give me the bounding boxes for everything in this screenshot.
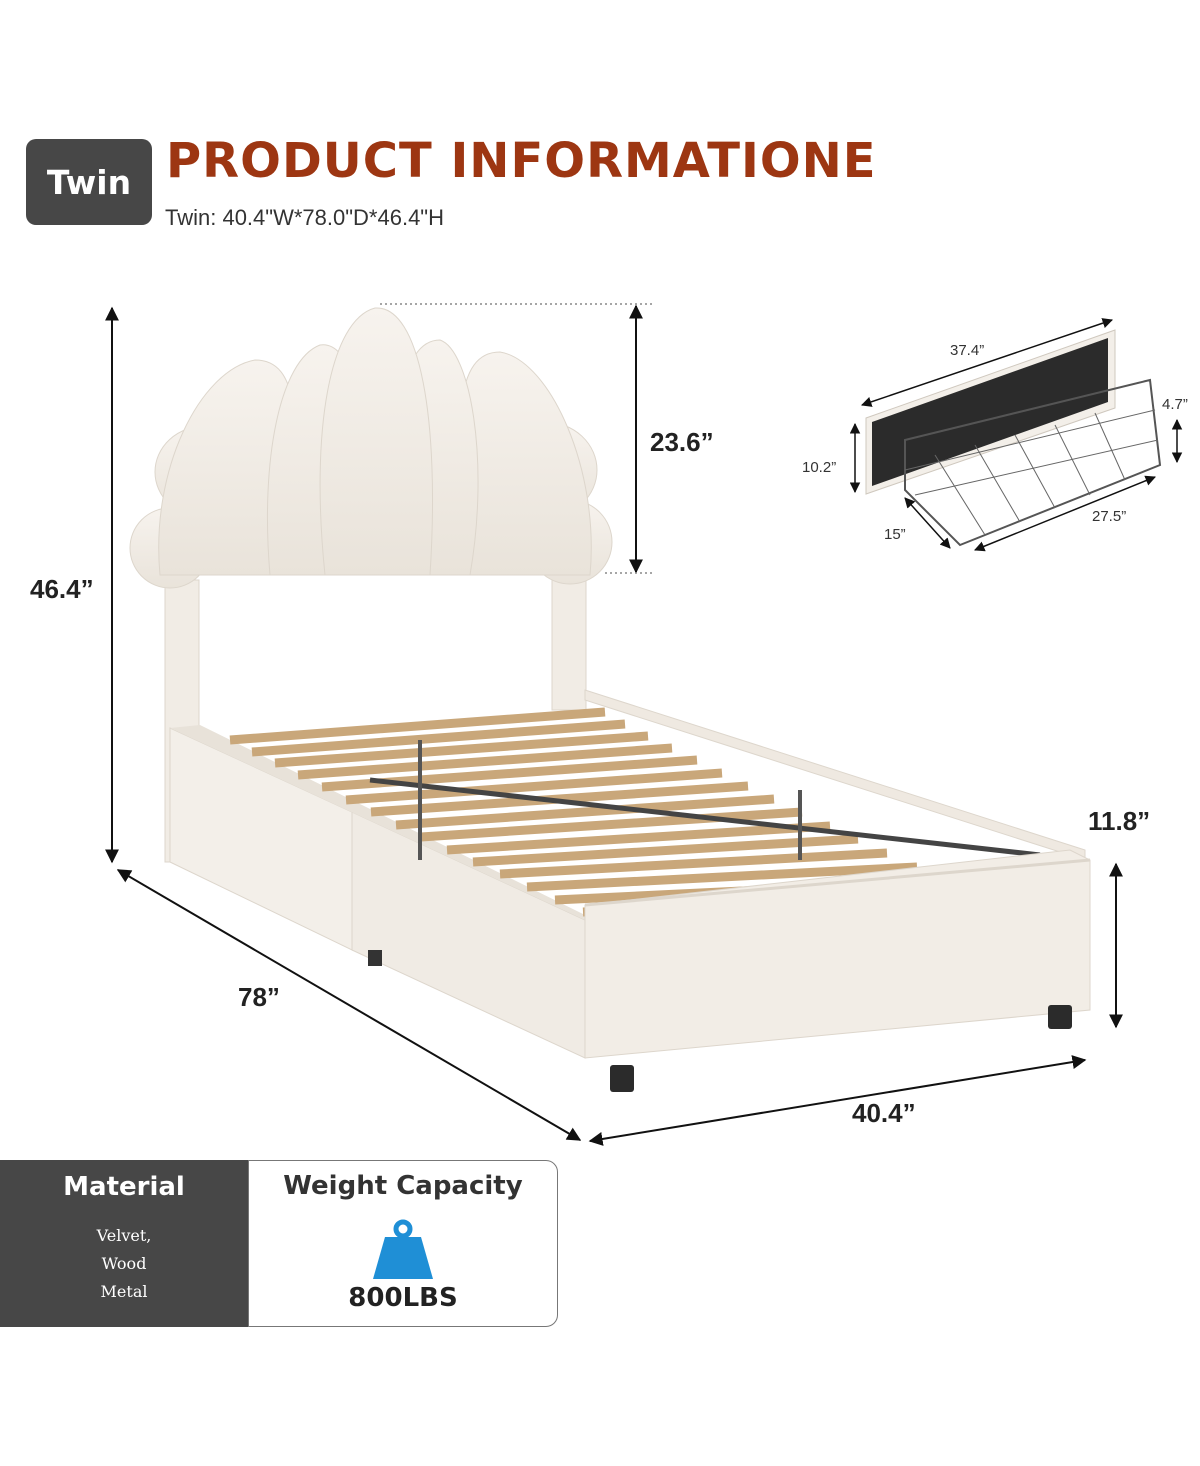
material-title: Material	[63, 1172, 185, 1202]
drawer-depth-label: 15”	[884, 526, 906, 543]
total-height-label: 46.4”	[30, 574, 94, 604]
side-height-label: 11.8”	[1088, 806, 1151, 836]
material-item: Wood	[101, 1254, 147, 1273]
spec-panel: Material Velvet, Wood Metal Weight Capac…	[0, 1160, 558, 1327]
drawer-length-label: 37.4”	[950, 342, 985, 359]
width-label: 40.4”	[852, 1098, 916, 1128]
dimensions-subtitle: Twin: 40.4"W*78.0"D*46.4"H	[165, 205, 445, 230]
capacity-cell: Weight Capacity 800LBS	[248, 1160, 558, 1327]
basket-length-label: 27.5”	[1092, 508, 1127, 525]
basket-height-label: 4.7”	[1162, 396, 1188, 413]
size-badge-label: Twin	[46, 162, 132, 202]
size-badge: Twin	[26, 139, 152, 225]
drawer-front-height-label: 10.2”	[802, 459, 837, 476]
material-item: Metal	[100, 1282, 148, 1301]
capacity-value: 800LBS	[348, 1283, 458, 1313]
page-title: PRODUCT INFORMATIONE	[166, 133, 877, 189]
dimension-lines	[105, 303, 1183, 1146]
weight-icon	[373, 1219, 433, 1279]
material-item: Velvet,	[96, 1226, 152, 1245]
headboard-height-label: 23.6”	[650, 427, 714, 457]
material-list: Velvet, Wood Metal	[0, 1222, 248, 1306]
capacity-title: Weight Capacity	[283, 1171, 523, 1201]
length-label: 78”	[238, 982, 280, 1012]
material-cell: Material Velvet, Wood Metal	[0, 1160, 248, 1327]
